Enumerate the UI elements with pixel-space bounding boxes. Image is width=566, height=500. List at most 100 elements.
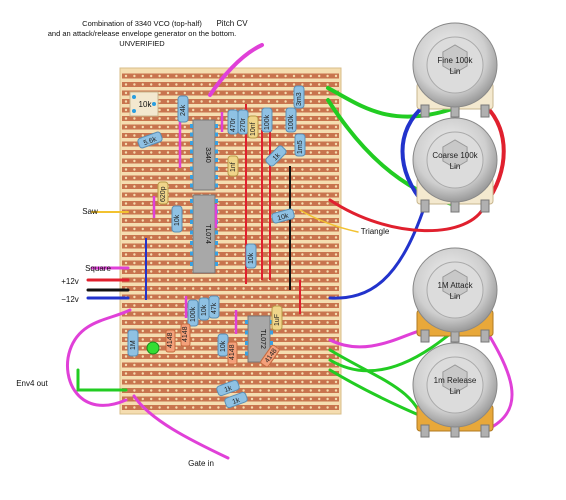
- board-hole: [250, 312, 254, 316]
- board-hole: [309, 227, 312, 231]
- board-hole: [242, 389, 245, 392]
- board-hole: [326, 380, 329, 384]
- board-hole: [124, 117, 128, 120]
- board-hole: [276, 185, 279, 188]
- board-hole: [276, 176, 279, 180]
- board-hole: [242, 151, 245, 154]
- board-hole: [334, 389, 338, 392]
- pot-leg: [480, 199, 490, 213]
- board-hole: [166, 91, 170, 95]
- board-hole: [309, 91, 312, 95]
- board-hole: [284, 236, 287, 239]
- board-hole: [150, 176, 153, 180]
- board-hole: [124, 355, 128, 358]
- board-hole: [133, 210, 136, 214]
- board-hole: [259, 83, 262, 86]
- board-hole: [141, 261, 144, 265]
- board-hole: [242, 91, 245, 95]
- board-hole: [141, 363, 144, 367]
- board-hole: [292, 278, 296, 282]
- board-hole: [326, 278, 329, 282]
- svg-text:10k: 10k: [220, 340, 227, 352]
- board-hole: [259, 227, 262, 231]
- board-hole: [175, 100, 178, 103]
- board-hole: [150, 389, 153, 392]
- board-hole: [250, 168, 254, 171]
- board-hole: [200, 329, 203, 333]
- board-hole: [225, 185, 228, 188]
- board-hole: [301, 329, 304, 333]
- pot-leg: [480, 329, 490, 343]
- board-hole: [124, 202, 128, 205]
- board-hole: [225, 270, 228, 273]
- board-hole: [242, 202, 245, 205]
- board-hole: [309, 253, 312, 256]
- board-hole: [183, 142, 186, 146]
- board-hole: [133, 406, 136, 409]
- copper-strip: [122, 226, 339, 232]
- board-hole: [234, 227, 237, 231]
- board-hole: [133, 83, 136, 86]
- board-hole: [166, 236, 170, 239]
- board-hole: [267, 372, 270, 375]
- board-hole: [242, 329, 245, 333]
- board-hole: [225, 125, 228, 129]
- pitch-cv-label: Pitch CV: [216, 19, 248, 28]
- board-hole: [284, 134, 287, 137]
- board-hole: [284, 312, 287, 316]
- board-hole: [150, 185, 153, 188]
- board-hole: [242, 227, 245, 231]
- board-hole: [284, 321, 287, 324]
- board-hole: [225, 134, 228, 137]
- board-hole: [133, 312, 136, 316]
- board-hole: [292, 168, 296, 171]
- svg-text:24k: 24k: [180, 104, 187, 116]
- board-hole: [242, 287, 245, 290]
- board-hole: [225, 304, 228, 307]
- board-hole: [309, 210, 312, 214]
- board-hole: [141, 346, 144, 350]
- board-hole: [318, 338, 321, 341]
- board-hole: [242, 261, 245, 265]
- board-hole: [192, 338, 195, 341]
- board-hole: [318, 227, 321, 231]
- board-hole: [124, 185, 128, 188]
- board-hole: [250, 287, 254, 290]
- capacitor-620p: 620p: [157, 181, 169, 205]
- ic-3340: 3340: [190, 119, 218, 191]
- ic-pin: [190, 141, 193, 145]
- copper-strip: [122, 294, 339, 300]
- board-hole: [124, 372, 128, 375]
- board-hole: [158, 363, 161, 367]
- board-hole: [175, 83, 178, 86]
- pot-nut: [442, 44, 468, 74]
- board-hole: [326, 329, 329, 333]
- pot-leg: [420, 424, 430, 438]
- board-hole: [292, 312, 296, 316]
- board-hole: [150, 278, 153, 282]
- board-hole: [267, 91, 270, 95]
- minus12-label: −12v: [61, 295, 79, 304]
- board-hole: [183, 236, 186, 239]
- svg-text:1k: 1k: [232, 397, 242, 406]
- board-hole: [301, 338, 304, 341]
- board-hole: [150, 151, 153, 154]
- board-hole: [301, 355, 304, 358]
- board-hole: [242, 244, 245, 248]
- board-hole: [309, 244, 312, 248]
- board-hole: [309, 270, 312, 273]
- board-hole: [150, 261, 153, 265]
- board-hole: [250, 100, 254, 103]
- board-hole: [217, 278, 220, 282]
- board-hole: [133, 321, 136, 324]
- board-hole: [326, 83, 329, 86]
- board-hole: [309, 117, 312, 120]
- board-hole: [326, 295, 329, 299]
- copper-strip: [122, 209, 339, 215]
- board-hole: [217, 397, 220, 401]
- board-hole: [133, 270, 136, 273]
